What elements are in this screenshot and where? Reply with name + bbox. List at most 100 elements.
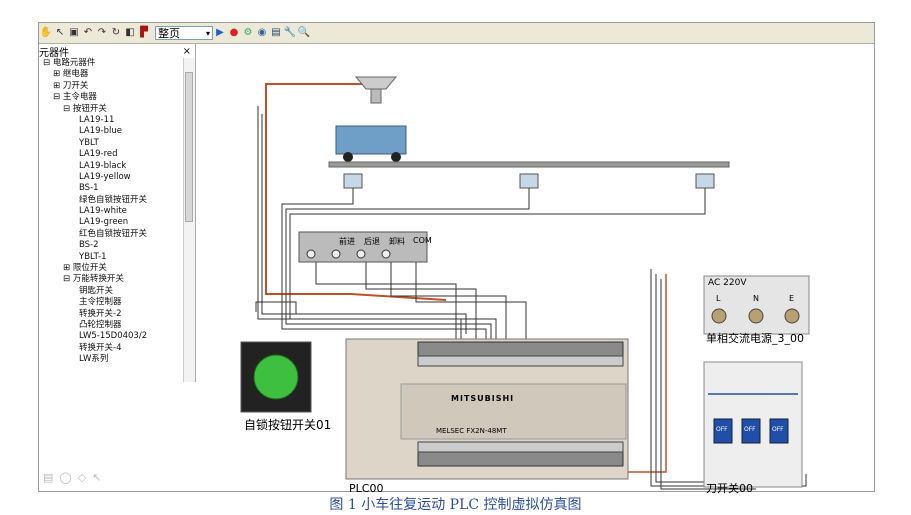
ac-terminal-n-label: N [753, 294, 759, 303]
tree-footer: ▤ ◯ ◇ ↖ [39, 464, 199, 490]
terminal-forward[interactable] [306, 249, 316, 259]
tree-item[interactable]: 钥匙开关 [39, 286, 195, 297]
terminal-com[interactable] [381, 249, 391, 259]
tree-scrollbar[interactable] [183, 58, 195, 382]
record-icon[interactable]: ◉ [257, 27, 267, 38]
tree-item[interactable]: LA19-green [39, 217, 195, 228]
tree-item[interactable]: 凸轮控制器 [39, 320, 195, 331]
tree-item-label: LW系列 [79, 354, 109, 365]
tree-item[interactable]: 转换开关-4 [39, 343, 195, 354]
breaker-off-1: OFF [716, 426, 728, 433]
chevron-down-icon: ▾ [205, 28, 210, 38]
limit-switch-middle [519, 173, 539, 189]
pointer-icon[interactable]: ↖ [55, 27, 65, 38]
tree-item[interactable]: YBLT-1 [39, 252, 195, 263]
tree-item[interactable]: YBLT [39, 138, 195, 149]
tree-item[interactable]: LA19-white [39, 206, 195, 217]
play-icon[interactable]: ▶ [216, 27, 224, 38]
zoom-select[interactable]: 整页▾ [155, 26, 213, 40]
tree-item[interactable]: ⊟ 电路元器件 [39, 58, 195, 69]
tree-item[interactable]: LA19-blue [39, 126, 195, 137]
toolbar: ✋ ↖ ▣ ↶ ↷ ↻ ◧ ▛ 整页▾ ▶ ● ⚙ ◉ ▤ 🔧 🔍 [39, 23, 874, 44]
breaker-pole-3[interactable] [769, 418, 789, 444]
tree-item[interactable]: LA19-red [39, 149, 195, 160]
eraser-icon[interactable]: ◇ [77, 470, 87, 484]
hopper-neck [370, 88, 382, 104]
limit-switch-left [343, 173, 363, 189]
ac-source-box [703, 275, 810, 335]
cart-body [335, 125, 407, 155]
ac-label: AC 220V [708, 278, 747, 288]
tree-item-label: BS-1 [79, 183, 99, 194]
tree-item[interactable]: ⊟ 主令电器 [39, 92, 195, 103]
tree-item[interactable]: ⊟ 万能转换开关 [39, 274, 195, 285]
tree-item[interactable]: 转换开关-2 [39, 309, 195, 320]
hand-icon[interactable]: ✋ [39, 27, 53, 38]
ac-terminal-l[interactable] [711, 308, 727, 324]
layers-icon[interactable]: ▤ [43, 470, 54, 484]
tree-item-label: 限位开关 [72, 263, 107, 274]
tree-item[interactable]: BS-2 [39, 240, 195, 251]
breaker-pole-1[interactable] [713, 418, 733, 444]
tree-item-label: 钥匙开关 [79, 285, 114, 296]
limit-switch-right [695, 173, 715, 189]
collapse-icon[interactable]: ⊟ [63, 103, 73, 114]
cursor-icon[interactable]: ↖ [92, 470, 102, 484]
tree-item[interactable]: LA19-11 [39, 115, 195, 126]
ac-terminal-n[interactable] [748, 308, 764, 324]
lasso-icon[interactable]: ◯ [59, 470, 72, 484]
stop-icon[interactable]: ● [229, 27, 239, 38]
tree-item[interactable]: LA19-yellow [39, 172, 195, 183]
ac-terminal-e[interactable] [784, 308, 800, 324]
breaker-pole-2[interactable] [741, 418, 761, 444]
expand-icon[interactable]: ⊞ [53, 80, 63, 91]
wire-red-2 [265, 104, 447, 301]
scroll-thumb[interactable] [185, 72, 193, 222]
save-icon[interactable]: ▤ [271, 27, 281, 38]
self-lock-button[interactable] [253, 354, 299, 400]
wrench-icon[interactable]: 🔧 [283, 27, 297, 38]
tree-item[interactable]: BS-1 [39, 183, 195, 194]
tree-item-label: 刀开关 [62, 80, 89, 91]
step-icon[interactable]: ⚙ [243, 27, 253, 38]
tree-item-label: LW5-15D0403/2 [79, 331, 148, 342]
tree-item-label: 主令电器 [62, 92, 97, 103]
rotate-icon[interactable]: ↻ [111, 27, 121, 38]
panel-label-com: COM [413, 236, 432, 245]
delete-icon[interactable]: ▛ [140, 27, 148, 38]
tree-item[interactable]: ⊞ 继电器 [39, 69, 195, 80]
circuit-canvas[interactable]: 前进 后退 卸料 COM 自锁按钮开关01 MITSUBISHI MELSEC … [196, 44, 874, 495]
plc-model: MELSEC FX2N-48MT [436, 427, 507, 435]
expand-icon[interactable]: ⊞ [53, 69, 63, 80]
expand-icon[interactable]: ⊞ [63, 263, 73, 274]
undo-icon[interactable]: ↶ [83, 27, 93, 38]
tree-item[interactable]: ⊞ 限位开关 [39, 263, 195, 274]
terminal-unload[interactable] [356, 249, 366, 259]
tree-item[interactable]: 主令控制器 [39, 297, 195, 308]
circuit-diagram [240, 76, 810, 490]
zoom-icon[interactable]: 🔍 [297, 27, 311, 38]
collapse-icon[interactable]: ⊟ [63, 274, 73, 285]
close-icon[interactable]: × [182, 45, 191, 57]
tree-item[interactable]: LW系列 [39, 354, 195, 365]
tree-item-label: BS-2 [79, 240, 99, 251]
select-icon[interactable]: ▣ [69, 27, 79, 38]
terminal-backward[interactable] [331, 249, 341, 259]
simulator-window: ✋ ↖ ▣ ↶ ↷ ↻ ◧ ▛ 整页▾ ▶ ● ⚙ ◉ ▤ 🔧 🔍 元器件 × … [38, 22, 875, 495]
flip-icon[interactable]: ◧ [125, 27, 135, 38]
tree-item-label: LA19-green [79, 217, 129, 228]
breaker-off-3: OFF [772, 426, 784, 433]
tree-item[interactable]: ⊟ 按钮开关 [39, 104, 195, 115]
tree-item[interactable]: ⊞ 刀开关 [39, 81, 195, 92]
tree-item-label: 按钮开关 [72, 103, 107, 114]
panel-label-backward: 后退 [364, 237, 380, 246]
redo-icon[interactable]: ↷ [97, 27, 107, 38]
collapse-icon[interactable]: ⊟ [43, 58, 53, 68]
plc-label: PLC00 [349, 482, 384, 495]
tree-item[interactable]: LW5-15D0403/2 [39, 331, 195, 342]
tree-item[interactable]: LA19-black [39, 161, 195, 172]
tree-item[interactable]: 红色自锁按钮开关 [39, 229, 195, 240]
tree-item[interactable]: 绿色自锁按钮开关 [39, 195, 195, 206]
collapse-icon[interactable]: ⊟ [53, 92, 63, 103]
